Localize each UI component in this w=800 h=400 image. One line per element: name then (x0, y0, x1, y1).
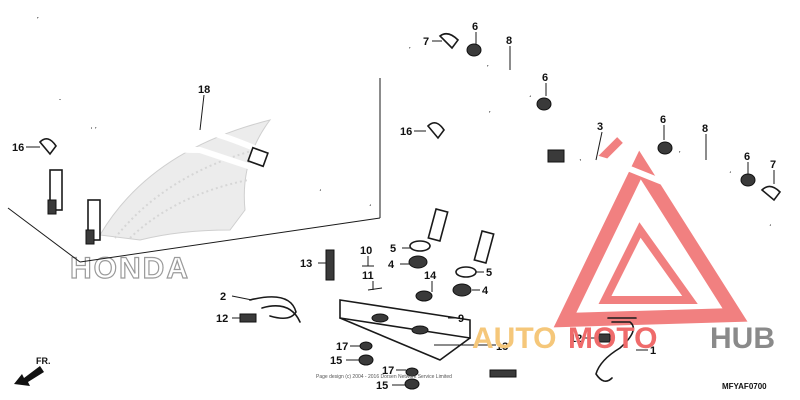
callout-5: 5 (486, 267, 492, 279)
callout-9: 9 (458, 313, 464, 325)
watermark-moto: MOTO (568, 322, 657, 355)
watermark-logo (553, 137, 748, 328)
callout-labels: 18 16 7 6 8 6 3 16 6 8 6 7 10 11 5 4 13 … (12, 21, 776, 392)
clamp-7-b (760, 185, 782, 202)
callout-6: 6 (542, 72, 548, 84)
callout-16: 16 (400, 126, 412, 138)
leader-lines (26, 32, 775, 386)
front-arrow-icon (14, 366, 44, 386)
callout-17: 17 (336, 341, 348, 353)
diagram-code: MFYAF0700 (722, 382, 767, 391)
callout-11: 11 (362, 270, 374, 282)
callout-6: 6 (472, 21, 478, 33)
callout-13: 13 (496, 341, 508, 353)
front-direction-indicator: FR. (14, 356, 51, 386)
callout-12: 12 (216, 313, 228, 325)
honda-logo-text: HONDA (70, 252, 190, 285)
honda-wing-logo: HONDA (69, 119, 272, 286)
callout-2: 2 (220, 291, 226, 303)
callout-8: 8 (506, 35, 512, 47)
callout-7: 7 (770, 159, 776, 171)
clamp-7-a (438, 32, 460, 50)
cap-6-c (657, 141, 673, 155)
callout-12: 12 (570, 333, 582, 345)
cap-6-d (740, 173, 756, 187)
clip-16-b (426, 122, 445, 140)
callout-13: 13 (300, 258, 312, 270)
callout-8: 8 (702, 123, 708, 135)
inset-frame (7, 78, 381, 263)
callout-10: 10 (360, 245, 372, 257)
clip-16-a (38, 138, 57, 156)
callout-17: 17 (382, 365, 394, 377)
callout-15: 15 (330, 355, 342, 367)
callout-18: 18 (198, 84, 210, 96)
callout-6: 6 (660, 114, 666, 126)
callout-7: 7 (423, 36, 429, 48)
callout-3: 3 (597, 121, 603, 133)
callout-4: 4 (388, 259, 395, 271)
callout-14: 14 (424, 270, 437, 282)
watermark-hub: HUB (710, 322, 775, 355)
callout-15: 15 (376, 380, 388, 392)
handlebar-3 (408, 45, 772, 265)
callout-6: 6 (744, 151, 750, 163)
cap-6-a (466, 43, 482, 57)
watermark-text: AUTO MOTO HUB (472, 322, 775, 355)
copyright-text: Page design (c) 2004 - 2016 Dorsen Netwo… (316, 374, 452, 380)
callout-16: 16 (12, 142, 24, 154)
front-label: FR. (36, 356, 51, 366)
callout-5: 5 (390, 243, 396, 255)
watermark-auto: AUTO (472, 322, 556, 355)
cap-6-b (536, 97, 552, 111)
handlebar-18 (35, 15, 372, 245)
callout-1: 1 (650, 345, 656, 357)
hardware-parts (38, 32, 782, 390)
callout-4: 4 (482, 285, 489, 297)
